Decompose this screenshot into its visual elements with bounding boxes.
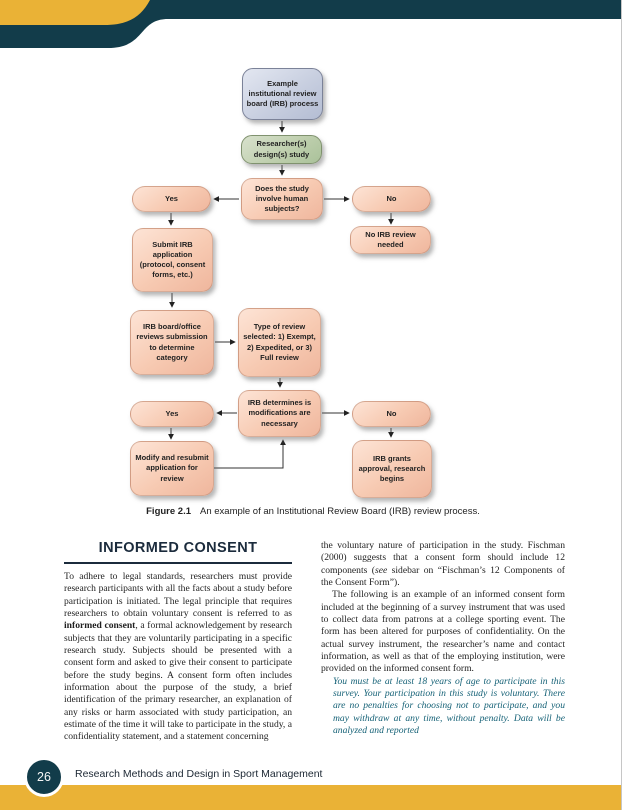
right-column: the voluntary nature of participation in… bbox=[321, 540, 565, 744]
flow-node-no-1: No bbox=[352, 186, 431, 212]
footer-book-title: Research Methods and Design in Sport Man… bbox=[75, 768, 323, 780]
page-edge-line bbox=[621, 0, 622, 810]
flow-node-board-reviews: IRB board/office reviews submission to d… bbox=[130, 310, 214, 375]
flow-node-design-study: Researcher(s) design(s) study bbox=[241, 135, 322, 164]
left-paragraph-text-cont: , a formal acknowledgement by research s… bbox=[64, 620, 293, 743]
consent-form-quote: You must be at least 18 years of age to … bbox=[333, 675, 565, 736]
section-heading: INFORMED CONSENT bbox=[64, 540, 292, 564]
right-paragraph-2: The following is an example of an inform… bbox=[321, 589, 565, 675]
left-paragraph: To adhere to legal standards, researcher… bbox=[64, 571, 292, 744]
body-columns: INFORMED CONSENT To adhere to legal stan… bbox=[64, 540, 565, 744]
left-column: INFORMED CONSENT To adhere to legal stan… bbox=[64, 540, 292, 744]
header-band-graphic bbox=[0, 0, 621, 48]
flow-node-yes-1: Yes bbox=[132, 186, 211, 212]
informed-consent-term: informed consent bbox=[64, 620, 136, 632]
right-paragraph-1: the voluntary nature of participation in… bbox=[321, 540, 565, 589]
flowchart-arrows bbox=[168, 121, 394, 469]
flow-node-modify-resubmit: Modify and resubmit application for revi… bbox=[130, 441, 214, 496]
figure-caption-label: Figure 2.1 bbox=[146, 506, 191, 517]
flow-node-no-irb-review: No IRB review needed bbox=[350, 226, 431, 254]
flow-node-human-subjects: Does the study involve human subjects? bbox=[241, 178, 323, 220]
header-teal-shape bbox=[0, 0, 621, 48]
flow-node-submit-application: Submit IRB application (protocol, consen… bbox=[132, 228, 213, 292]
left-paragraph-text: To adhere to legal standards, researcher… bbox=[64, 571, 292, 620]
flow-node-no-2: No bbox=[352, 401, 431, 427]
flow-node-type-of-review: Type of review selected: 1) Exempt, 2) E… bbox=[238, 308, 321, 377]
flow-node-grants-approval: IRB grants approval, research begins bbox=[352, 440, 432, 498]
footer-gold-band bbox=[0, 785, 621, 810]
flow-node-start: Example institutional review board (IRB)… bbox=[242, 68, 323, 120]
figure-caption-text: An example of an Institutional Review Bo… bbox=[200, 506, 480, 517]
page-number-badge: 26 bbox=[24, 757, 64, 797]
irb-flowchart: Example institutional review board (IRB)… bbox=[130, 68, 432, 498]
figure-caption: Figure 2.1 An example of an Institutional… bbox=[0, 506, 626, 517]
flow-node-yes-2: Yes bbox=[130, 401, 214, 427]
see-italic: see bbox=[374, 564, 388, 576]
flow-node-determines-mods: IRB determines is modifications are nece… bbox=[238, 390, 321, 437]
header-gold-shape bbox=[0, 0, 150, 25]
